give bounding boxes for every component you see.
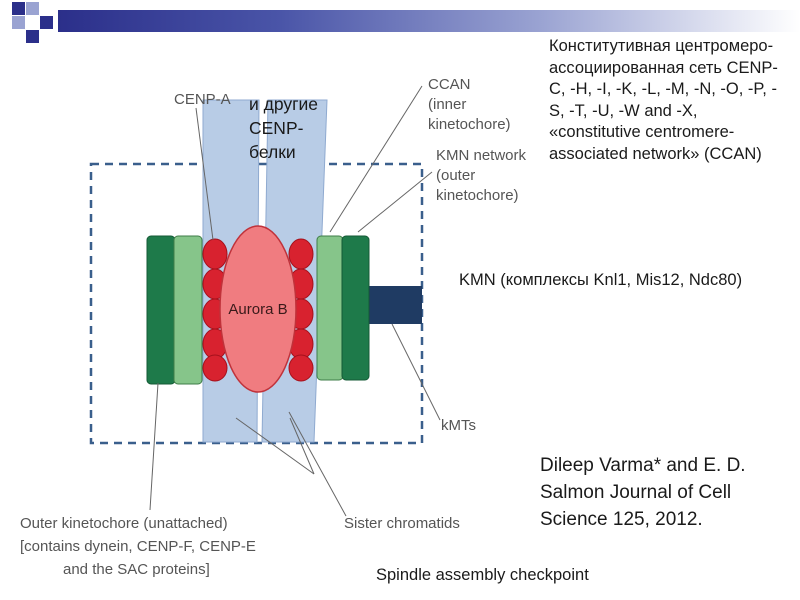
cenp-a-bead bbox=[202, 238, 228, 270]
deco-square bbox=[12, 2, 25, 15]
aurora-b bbox=[219, 225, 297, 393]
cenp-a-bead bbox=[288, 354, 314, 382]
leader-ccan bbox=[329, 85, 423, 233]
centromere-region-box bbox=[89, 162, 424, 445]
deco-square bbox=[40, 16, 53, 29]
title-gradient bbox=[58, 10, 800, 32]
aurora-b-label: Aurora B bbox=[228, 301, 287, 318]
ccan-label-2: (inner bbox=[428, 96, 466, 113]
outer-kinetochore-label-2: [contains dynein, CENP-F, CENP-E bbox=[20, 538, 256, 555]
leader-kmn bbox=[357, 171, 433, 233]
outer-kinetochore-label-1: Outer kinetochore (unattached) bbox=[20, 515, 228, 532]
ccan-description: Конститутивная центромеро-ассоциированна… bbox=[549, 37, 778, 163]
inner-kinetochore-left bbox=[173, 235, 203, 385]
deco-square bbox=[12, 16, 25, 29]
leader-kmts bbox=[391, 323, 441, 421]
leader-cenp-a bbox=[195, 107, 214, 241]
kmn-label-1: KMN network bbox=[436, 147, 527, 164]
leader-outer bbox=[149, 382, 159, 511]
sister-chromatids-label: Sister chromatids bbox=[344, 515, 460, 532]
kmn-description: KMN (комплексы Knl1, Mis12, Ndc80) bbox=[459, 271, 743, 289]
outer-kinetochore-left bbox=[146, 235, 176, 385]
kmt-bundle bbox=[368, 286, 422, 324]
citation: Dileep Varma* and E. D. Salmon Journal o… bbox=[540, 455, 746, 530]
outer-kinetochore-label-3: and the SAC proteins] bbox=[63, 561, 210, 578]
inner-kinetochore-right bbox=[316, 235, 344, 381]
cenp-a-bead bbox=[288, 238, 314, 270]
ccan-label-1: CCAN bbox=[428, 76, 471, 93]
cenp-a-beads-right bbox=[288, 238, 314, 382]
kmn-label-3: kinetochore) bbox=[436, 187, 519, 204]
other-cenp-proteins-text: и другие CENP-белки bbox=[249, 94, 319, 162]
leader-sister-a bbox=[235, 417, 315, 475]
footer-caption: Spindle assembly checkpoint bbox=[376, 566, 589, 584]
cenp-a-label: CENP-A bbox=[174, 91, 231, 108]
outer-kinetochore-right bbox=[341, 235, 370, 381]
leader-lines bbox=[149, 85, 441, 517]
title-bar bbox=[0, 0, 800, 44]
deco-square bbox=[26, 2, 39, 15]
ccan-label-3: kinetochore) bbox=[428, 116, 511, 133]
kmn-label-2: (outer bbox=[436, 167, 475, 184]
leader-sister-c bbox=[288, 411, 347, 517]
cenp-a-bead bbox=[202, 354, 228, 382]
leader-sister-b bbox=[289, 417, 315, 475]
kmts-label: kMTs bbox=[441, 417, 476, 434]
deco-square bbox=[26, 30, 39, 43]
